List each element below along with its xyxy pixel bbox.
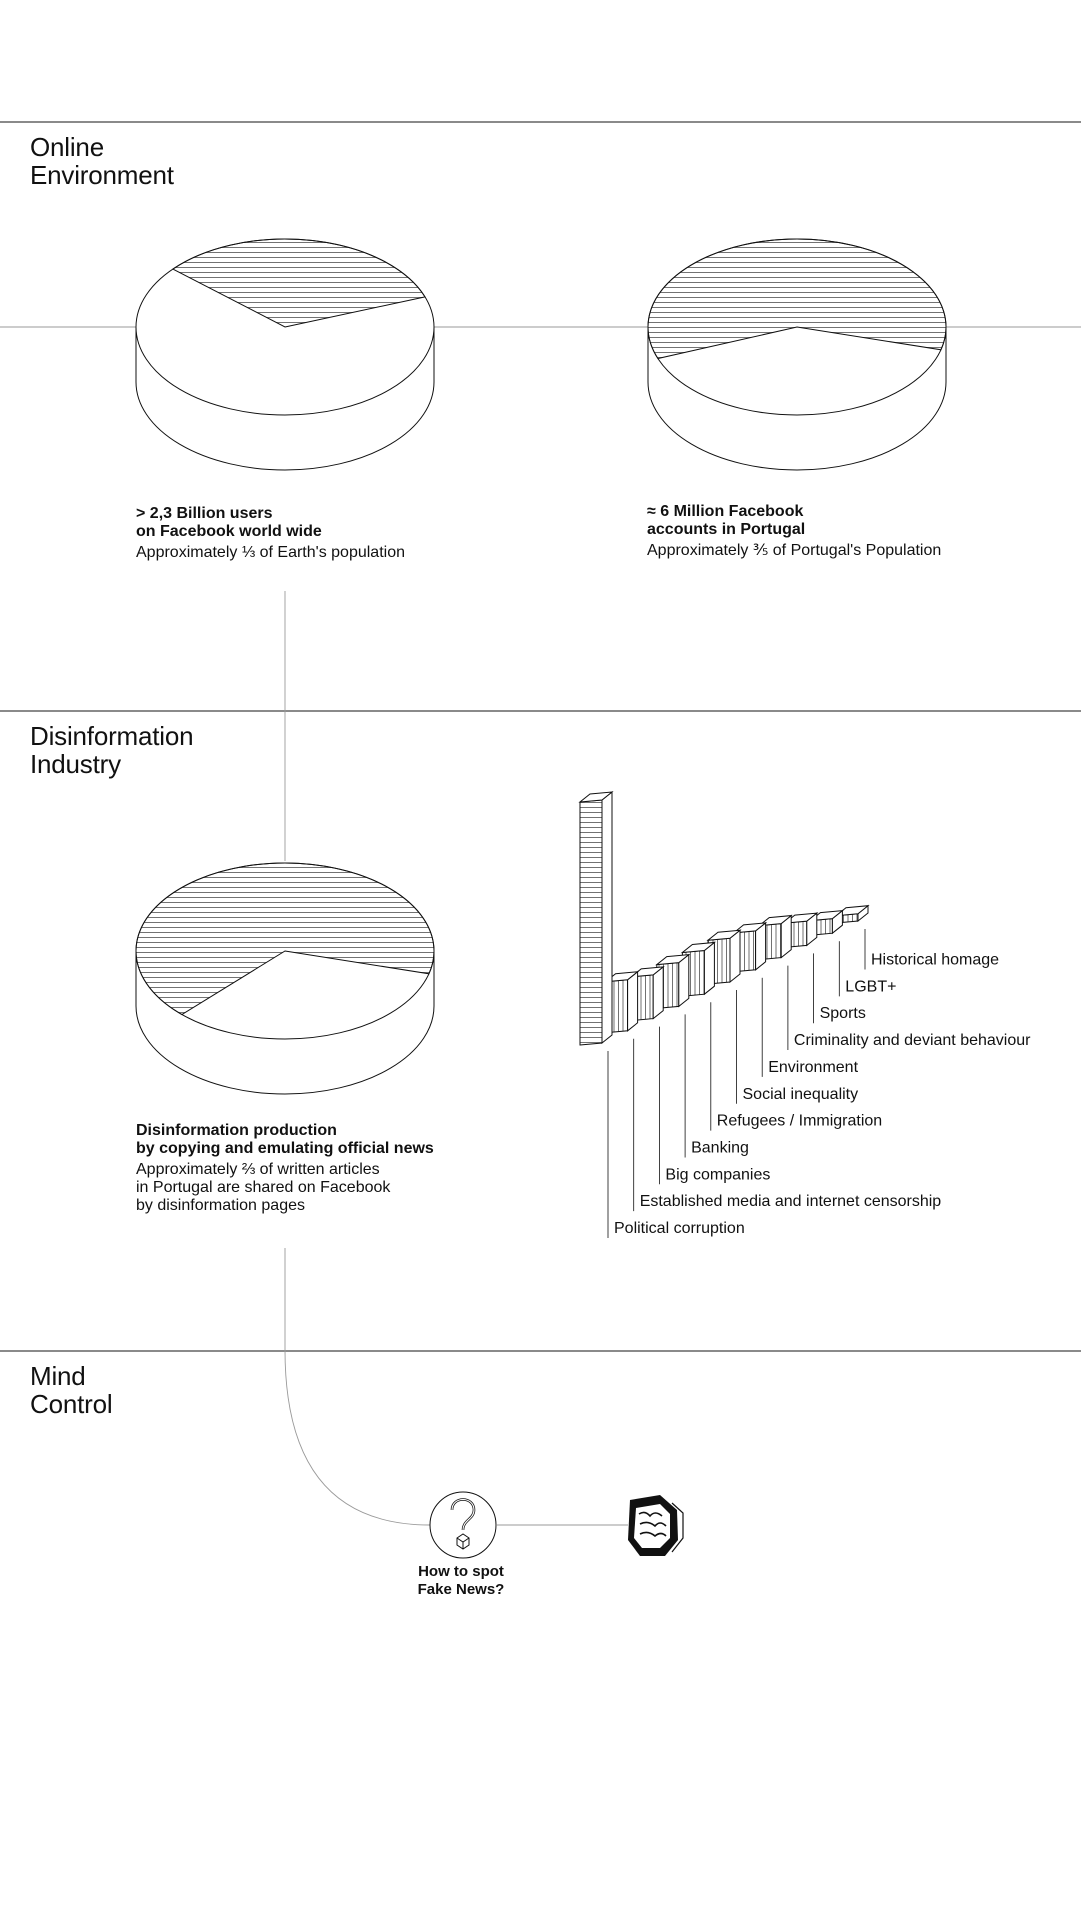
bar-top: [757, 914, 793, 927]
section-title-line1: Mind: [30, 1361, 86, 1391]
section-title-line2: Industry: [30, 749, 121, 779]
category-label: Banking: [691, 1139, 749, 1156]
category-label: Environment: [768, 1059, 858, 1076]
bar-side: [627, 970, 639, 1032]
caption-bold-line: accounts in Portugal: [647, 521, 806, 538]
category-label: Sports: [820, 1005, 866, 1022]
question-mark-icon[interactable]: [429, 1491, 497, 1559]
bar-face: [579, 799, 603, 1046]
section-title-line1: Disinformation: [30, 721, 194, 751]
caption-bold-line: > 2,3 Billion users: [136, 505, 273, 522]
caption-note: in Portugal are shared on Facebook: [136, 1179, 391, 1196]
bar-chart: Political corruption Established media an…: [578, 790, 1031, 1238]
section-title-line2: Control: [30, 1389, 113, 1419]
category-label: Historical homage: [871, 952, 999, 969]
caption-bold-line: Disinformation production: [136, 1122, 337, 1139]
category-label: LGBT+: [845, 978, 896, 995]
disinfo-section-title: Disinformation Industry: [30, 721, 194, 779]
category-label: Big companies: [665, 1166, 770, 1183]
spot-fake-news-label[interactable]: How to spot Fake News?: [400, 1563, 522, 1599]
category-label: Political corruption: [614, 1220, 745, 1237]
caption-note: Approximately ⅗ of Portugal's Population: [647, 542, 942, 559]
caption-note: Approximately ⅔ of written articles: [136, 1161, 380, 1178]
pie-charts: [135, 238, 947, 1095]
caption-note: by disinformation pages: [136, 1197, 305, 1214]
brain-icon[interactable]: [628, 1495, 684, 1556]
category-label: Social inequality: [743, 1086, 859, 1103]
pie2-caption: ≈ 6 Million Facebook accounts in Portuga…: [647, 503, 941, 560]
pie-chart-3: [135, 862, 435, 1095]
caption-bold-line: by copying and emulating official news: [136, 1140, 434, 1157]
category-label: Established media and internet censorshi…: [640, 1193, 942, 1210]
question-line1: How to spot: [418, 1563, 504, 1580]
category-label: Refugees / Immigration: [717, 1113, 882, 1130]
mind-section-title: Mind Control: [30, 1361, 113, 1419]
caption-bold-line: ≈ 6 Million Facebook: [647, 503, 804, 520]
pie-chart-1: [135, 238, 435, 471]
pie-chart-2: [647, 238, 947, 471]
bar-top: [731, 922, 768, 934]
category-label: Criminality and deviant behaviour: [794, 1032, 1031, 1049]
bar-side: [729, 929, 741, 984]
bar-side: [678, 953, 690, 1008]
section-title-line2: Environment: [30, 160, 174, 190]
bar-top: [680, 941, 717, 954]
pie3-caption: Disinformation production by copying and…: [136, 1122, 434, 1215]
section-title-line1: Online: [30, 132, 104, 162]
pie-slice-hatched: [171, 238, 426, 328]
bar-top: [655, 954, 691, 966]
pie1-caption: > 2,3 Billion users on Facebook world wi…: [136, 505, 405, 562]
bar-side: [601, 790, 613, 1045]
bar: [578, 790, 614, 1046]
connector-curve: [284, 1248, 431, 1526]
caption-note: Approximately ⅓ of Earth's population: [136, 544, 405, 561]
pie-slice-hatched: [135, 862, 435, 1016]
online-section-title: Online Environment: [30, 133, 174, 189]
bar-side: [703, 941, 715, 996]
question-line2: Fake News?: [417, 1581, 505, 1598]
pie-slice-hatched: [647, 238, 947, 360]
bar-top: [706, 929, 742, 941]
bar-side: [652, 965, 664, 1020]
bar-top: [578, 791, 614, 803]
caption-bold-line: on Facebook world wide: [136, 523, 322, 540]
